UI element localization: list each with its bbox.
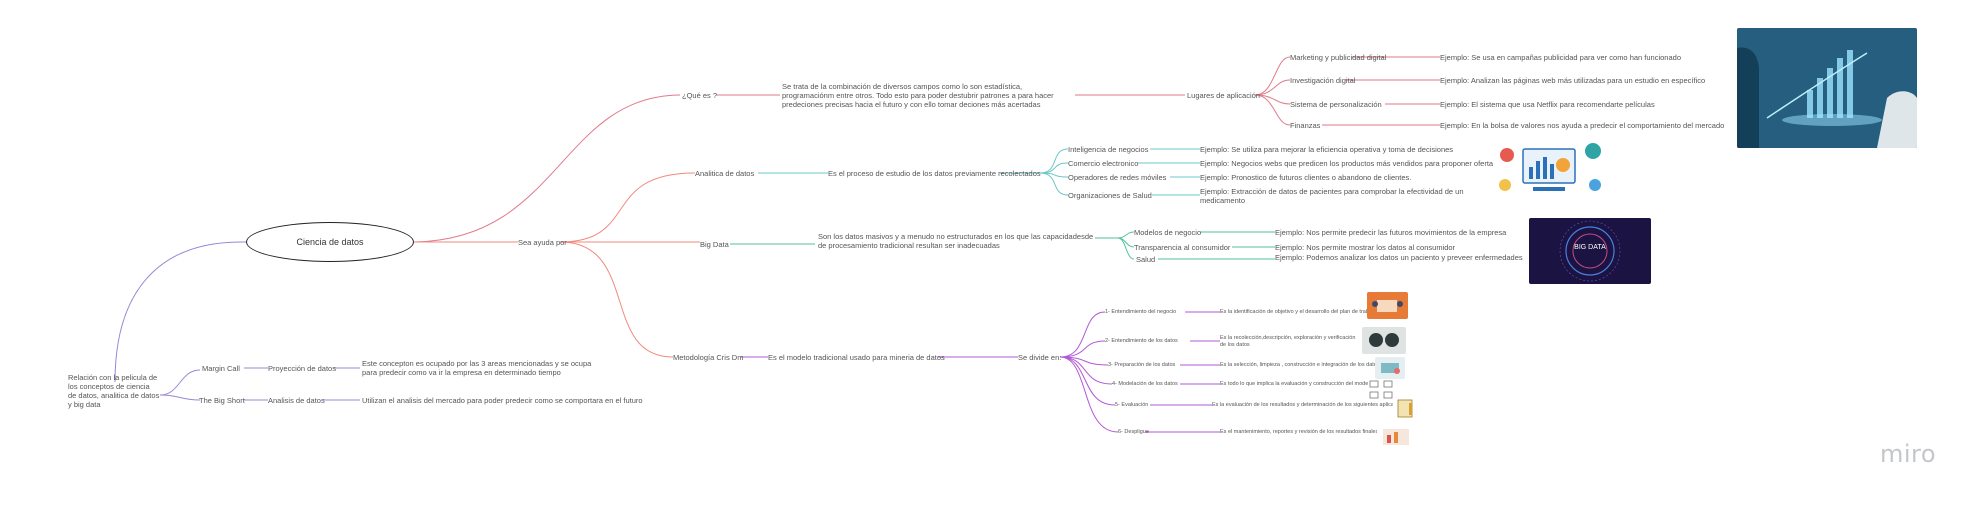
lugares-node[interactable]: Lugares de aplicación	[1187, 91, 1260, 100]
lugar-personalizacion-ejemplo[interactable]: Ejemplo: El sistema que usa Netflix para…	[1440, 100, 1655, 109]
big-data-illustration: BIG DATA	[1529, 218, 1651, 284]
lugar-investigacion-ejemplo[interactable]: Ejemplo: Analizan las páginas web más ut…	[1440, 76, 1706, 85]
crisp-text[interactable]: Es el modelo tradicional usado para mine…	[768, 353, 945, 362]
analitica-operadores-ejemplo[interactable]: Ejemplo: Pronostico de futuros clientes …	[1200, 173, 1412, 182]
crisp-step-6-desc[interactable]: Es el mantenimiento, reportes y revisión…	[1220, 429, 1379, 435]
analitica-text[interactable]: Es el proceso de estudio de los datos pr…	[828, 169, 1041, 178]
lugar-marketing-ejemplo[interactable]: Ejemplo: Se usa en campañas publicidad p…	[1440, 53, 1681, 62]
bigdata-salud[interactable]: Salud	[1136, 255, 1156, 264]
crisp-node[interactable]: Metodología Cris Dm	[673, 353, 744, 362]
miro-logo: miro	[1880, 440, 1937, 468]
crisp-step-2-desc[interactable]: Es la recolección,descripción, exploraci…	[1220, 335, 1356, 348]
analitica-operadores[interactable]: Operadores de redes móviles	[1068, 173, 1167, 182]
sea-ayuda-node[interactable]: Sea ayuda por	[518, 238, 567, 247]
big-data-image[interactable]: BIG DATA	[1529, 218, 1651, 284]
bigdata-node[interactable]: Big Data	[700, 240, 729, 249]
crisp-divide[interactable]: Se divide en:	[1018, 353, 1062, 362]
people-data-illustration	[1362, 327, 1406, 354]
modeling-illustration	[1368, 379, 1396, 401]
movie-margin-call[interactable]: Margin Call	[202, 364, 240, 373]
crisp-step-6[interactable]: 6- Despligue	[1118, 429, 1149, 435]
concept-proyeccion[interactable]: Proyección de datos	[268, 364, 336, 373]
movie-big-short[interactable]: The Big Short	[199, 396, 245, 405]
root-node[interactable]: Ciencia de datos	[246, 222, 414, 262]
analitica-comercio[interactable]: Comercio electronico	[1068, 159, 1139, 168]
crisp-step-4-image[interactable]	[1368, 379, 1396, 401]
crisp-step-5-desc[interactable]: Es la evaluación de los resultados y det…	[1212, 402, 1410, 408]
crisp-step-1-image[interactable]	[1367, 292, 1408, 319]
analitica-inteligencia[interactable]: Inteligencia de negocios	[1068, 145, 1149, 154]
analitica-inteligencia-ejemplo[interactable]: Ejemplo: Se utiliza para mejorar la efic…	[1200, 145, 1454, 154]
bigdata-salud-ejemplo[interactable]: Ejemplo: Podemos analizar los datos un p…	[1275, 253, 1523, 262]
crisp-step-2[interactable]: 2- Entendimiento de los datos	[1105, 338, 1178, 344]
crisp-step-5[interactable]: 5- Evaluación	[1115, 402, 1149, 408]
concept-proyeccion-text[interactable]: Este concepton es ocupado por las 3 area…	[362, 359, 592, 377]
analitica-salud[interactable]: Organizaciones de Salud	[1068, 191, 1152, 200]
root-label: Ciencia de datos	[296, 237, 364, 247]
lugar-finanzas[interactable]: Finanzas	[1290, 121, 1321, 130]
bigdata-transparencia[interactable]: Transparencia al consumidor	[1134, 243, 1231, 252]
que-es-node[interactable]: ¿Qué es ?	[682, 91, 718, 100]
evaluation-illustration	[1393, 397, 1419, 419]
crisp-step-1-desc[interactable]: Es la identificación de objetivo y el de…	[1220, 309, 1377, 315]
business-meeting-illustration	[1367, 292, 1408, 319]
bigdata-modelos[interactable]: Modelos de negocio	[1134, 228, 1202, 237]
lugar-marketing[interactable]: Marketing y publicidad digital	[1290, 53, 1387, 62]
crisp-step-4[interactable]: 4- Modelación de los datos	[1112, 381, 1178, 387]
crisp-step-1[interactable]: 1- Entendimiento del negocio	[1105, 309, 1177, 315]
analytics-illustration	[1493, 135, 1608, 203]
que-es-text[interactable]: Se trata de la combinación de diversos c…	[782, 82, 1054, 109]
bigdata-transparencia-ejemplo[interactable]: Ejemplo: Nos permite mostrar los datos a…	[1275, 243, 1456, 252]
data-science-image[interactable]	[1737, 28, 1917, 148]
bigdata-text[interactable]: Son los datos masivos y a menudo no estr…	[818, 232, 1094, 250]
deployment-illustration	[1377, 423, 1415, 450]
lugar-investigacion[interactable]: Investigación digital	[1290, 76, 1356, 85]
analytics-image[interactable]	[1493, 135, 1608, 203]
crisp-step-2-image[interactable]	[1362, 327, 1406, 354]
crisp-step-4-desc[interactable]: Es todo lo que implica la evaluación y c…	[1220, 381, 1373, 387]
concept-analisis-text[interactable]: Utilizan el analisis del mercado para po…	[362, 396, 643, 405]
bigdata-modelos-ejemplo[interactable]: Ejemplo: Nos permite predecir las futuro…	[1275, 228, 1507, 237]
lugar-finanzas-ejemplo[interactable]: Ejemplo: En la bolsa de valores nos ayud…	[1440, 121, 1725, 130]
concept-analisis[interactable]: Analisis de datos	[268, 396, 325, 405]
big-data-image-text: BIG DATA	[1574, 244, 1606, 251]
analitica-node[interactable]: Analitica de datos	[695, 169, 755, 178]
intro-text[interactable]: Relación con la pelicula de los concepto…	[68, 373, 160, 409]
data-preparation-illustration	[1375, 357, 1405, 379]
crisp-step-3-image[interactable]	[1375, 357, 1405, 379]
crisp-step-5-image[interactable]	[1393, 397, 1419, 419]
analitica-comercio-ejemplo[interactable]: Ejemplo: Negocios webs que predicen los …	[1200, 159, 1497, 168]
crisp-step-6-image[interactable]	[1377, 423, 1415, 450]
analitica-salud-ejemplo[interactable]: Ejemplo: Extracción de datos de paciente…	[1200, 187, 1464, 205]
crisp-step-3-desc[interactable]: Es la selección, limpieza , construcción…	[1220, 362, 1380, 368]
crisp-step-3[interactable]: 3- Preparación de los datos	[1108, 362, 1176, 368]
data-science-illustration	[1737, 28, 1917, 148]
lugar-personalizacion[interactable]: Sistema de personalización	[1290, 100, 1382, 109]
